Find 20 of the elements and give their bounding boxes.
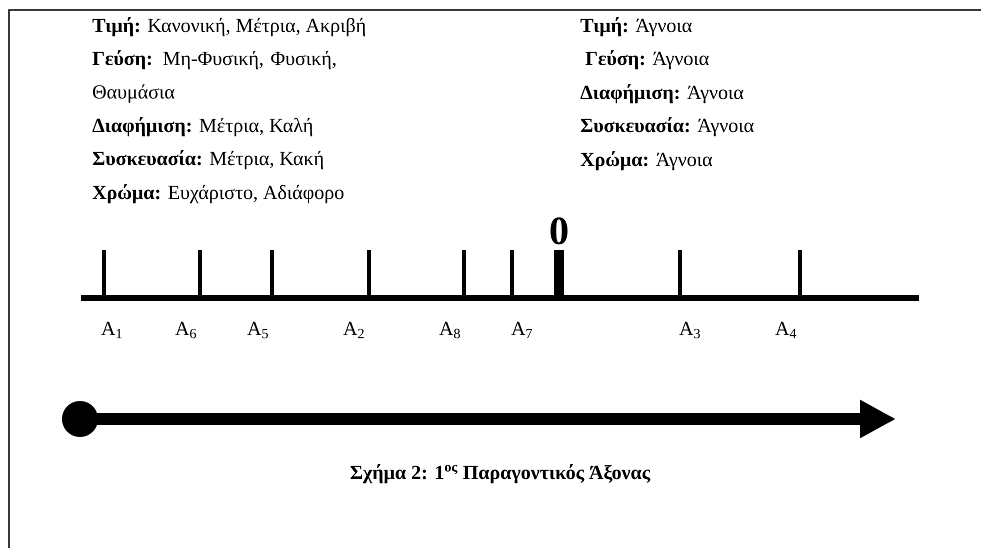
attribute-text: Τιμή: Άγνοια: [580, 17, 692, 36]
tick-label: A$_{6}$: [175, 322, 196, 338]
tick-label: A$_{5}$: [247, 322, 268, 338]
attribute-text: Συσκευασία: Άγνοια: [580, 117, 754, 136]
tick-label: A$_{1}$: [101, 322, 122, 338]
tick-label: A$_{4}$: [775, 322, 796, 338]
figure-caption: Σχήμα 2: 1$^{ος}$ Παραγοντικός Άξονας: [350, 464, 650, 484]
attribute-text: Γεύση: Άγνοια: [586, 50, 709, 70]
tick-label: A$_{7}$: [511, 322, 532, 338]
attribute-text: Χρώμα: Ευχάριστο, Αδιάφορο: [92, 184, 344, 204]
attribute-text: Τιμή: Κανονική, Μέτρια, Ακριβή: [92, 17, 366, 36]
tick-label: A$_{3}$: [679, 322, 700, 338]
attribute-text: Συσκευασία: Μέτρια, Κακή: [92, 150, 324, 170]
tick-label: A$_{8}$: [439, 322, 460, 338]
attribute-text: Διαφήμιση: Άγνοια: [580, 84, 744, 104]
zero-label: 0: [550, 217, 568, 244]
attribute-text: Διαφήμιση: Μέτρια, Καλή: [92, 117, 312, 136]
attribute-text: Χρώμα: Άγνοια: [580, 151, 712, 170]
tick-label: A$_{2}$: [343, 322, 364, 338]
attribute-text: Γεύση: Μη-Φυσική, Φυσική, Θαυμάσια: [92, 50, 336, 103]
